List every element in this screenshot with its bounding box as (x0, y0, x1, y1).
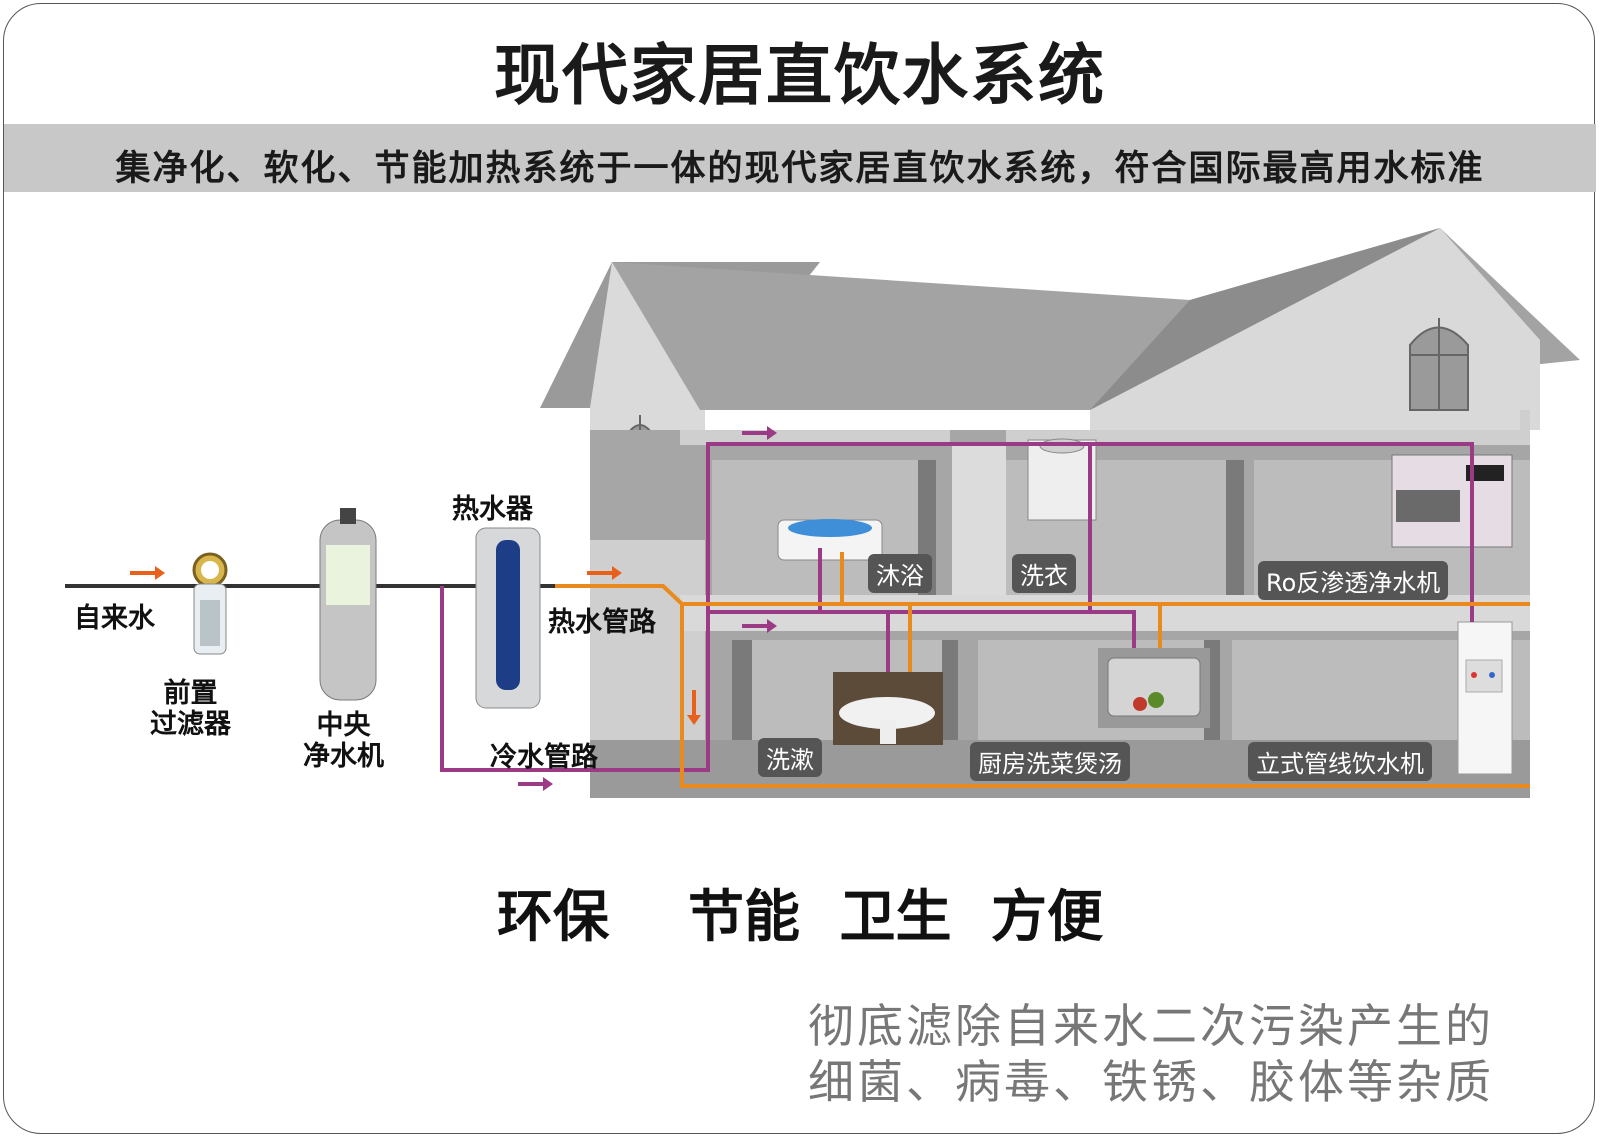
basin-image (833, 672, 943, 745)
central-purifier-label: 中央 净水机 (303, 710, 384, 772)
arrow-icon (687, 690, 701, 725)
hot-water-pipes (555, 552, 1530, 788)
arrow-icon (518, 777, 553, 791)
bathtub-image (777, 519, 883, 561)
pre-filter-label: 前置 过滤器 (150, 678, 231, 740)
room-label-bath: 沐浴 (868, 554, 932, 593)
water-heater-image (475, 527, 541, 709)
pre-filter-image (192, 552, 228, 655)
room-label-dispenser: 立式管线饮水机 (1248, 742, 1432, 781)
page-subtitle: 集净化、软化、节能加热系统于一体的现代家居直饮水系统，符合国际最高用水标准 (115, 149, 1485, 189)
central-purifier-image (319, 508, 377, 701)
hot-pipe-label: 热水管路 (548, 607, 656, 638)
washing-machine-image (1027, 438, 1097, 521)
cold-pipe-label: 冷水管路 (490, 742, 598, 773)
description-line-1: 彻底滤除自来水二次污染产生的 (808, 999, 1494, 1053)
page-title: 现代家居直饮水系统 (494, 37, 1106, 114)
water-dispenser-image (1457, 621, 1513, 775)
room-label-wash: 洗漱 (758, 738, 822, 777)
flow-arrows (130, 426, 777, 791)
description-line-2: 细菌、病毒、铁锈、胶体等杂质 (808, 1055, 1494, 1109)
subtitle-band (4, 124, 1596, 192)
house-mid-roof (1090, 228, 1440, 410)
arrow-icon (587, 566, 622, 580)
room-label-kitchen: 厨房洗菜煲汤 (970, 742, 1130, 781)
room-label-ro: Ro反渗透净水机 (1258, 561, 1449, 600)
room-label-laundry: 洗衣 (1012, 554, 1076, 593)
arrow-icon (130, 566, 165, 580)
water-heater-label: 热水器 (452, 494, 533, 525)
arrow-icon (742, 619, 777, 633)
kitchen-sink-image (1098, 648, 1210, 728)
cold-water-pipes (440, 442, 1474, 772)
slogan: 环保 节能 卫生 方便 (497, 885, 1103, 950)
arrow-icon (742, 426, 777, 440)
house-right-wall (1520, 410, 1530, 430)
tap-water-label: 自来水 (74, 603, 155, 634)
ro-purifier-image (1391, 454, 1513, 548)
